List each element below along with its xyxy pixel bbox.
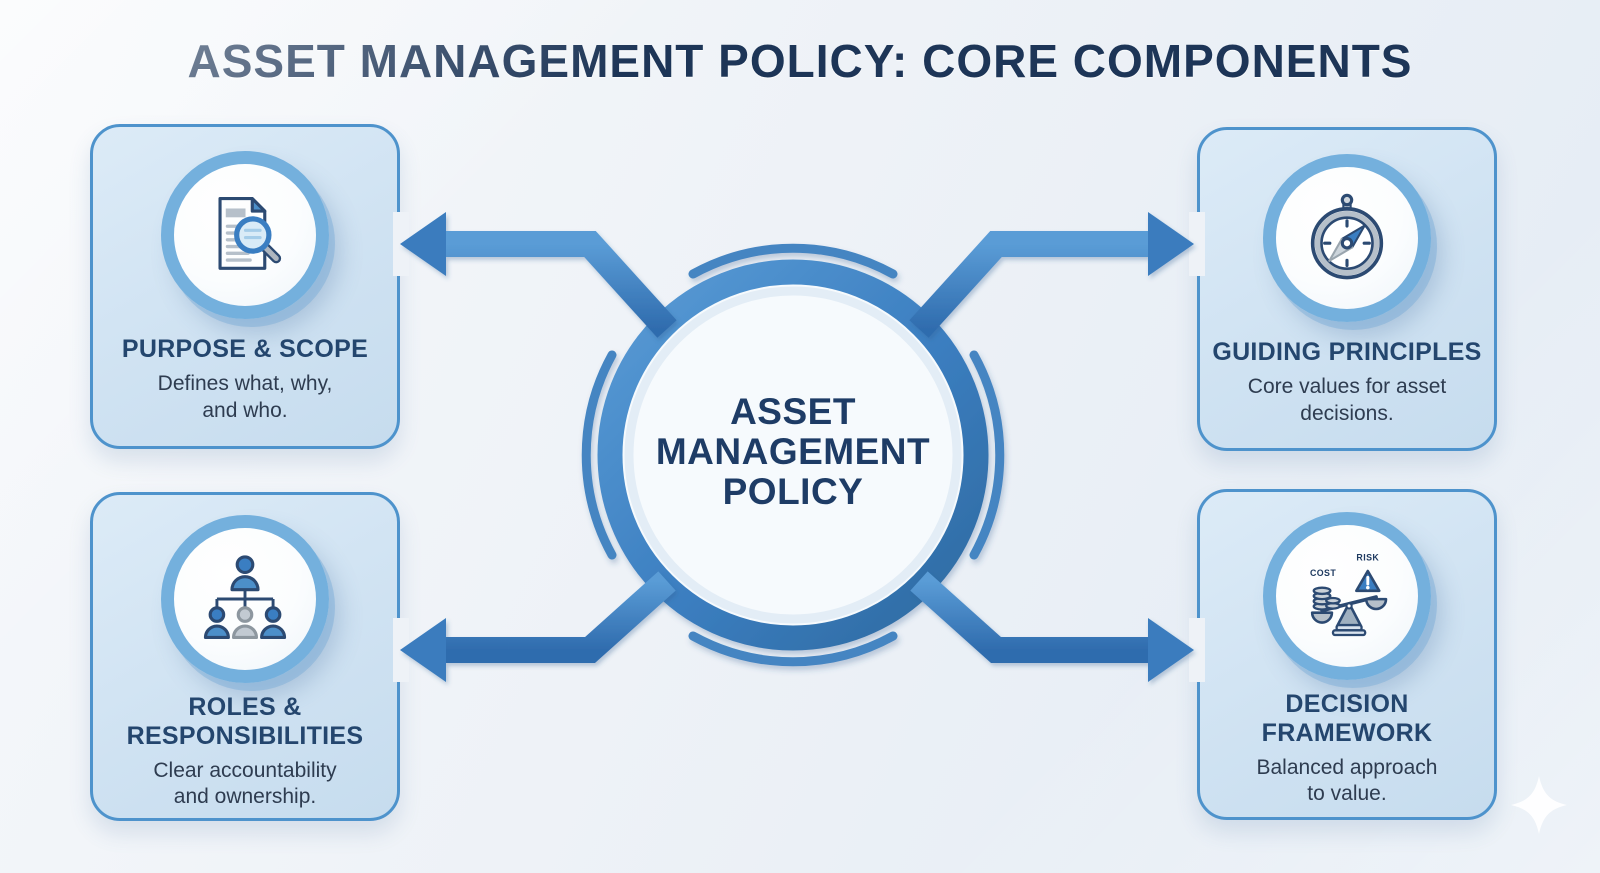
center-ring-inner-shadow xyxy=(624,286,962,624)
card-description-line: Defines what, why, xyxy=(157,371,333,395)
icon-circle: COST RISK xyxy=(1263,512,1431,680)
compass-icon xyxy=(1310,193,1384,280)
cost-label: COST xyxy=(1310,568,1336,578)
card-description-line: Balanced approach xyxy=(1256,755,1438,779)
center-line-2: MANAGEMENT xyxy=(655,430,931,472)
center-line-1: ASSET xyxy=(730,391,856,432)
card-guiding-principles: GUIDING PRINCIPLES Core values for asset… xyxy=(1197,127,1497,451)
icon-circle xyxy=(161,151,329,319)
card-title-line: ROLES & xyxy=(188,693,302,721)
center-line-3: POLICY xyxy=(722,470,864,512)
card-title-line: DECISION xyxy=(1285,690,1409,718)
card-title-line: GUIDING PRINCIPLES xyxy=(1212,338,1482,366)
icon-circle xyxy=(161,515,329,683)
card-description: Balanced approach to value. xyxy=(1200,755,1494,809)
card-description: Defines what, why, and who. xyxy=(93,371,397,425)
card-title: DECISION FRAMEWORK xyxy=(1208,690,1486,748)
balance-scale-icon: COST RISK xyxy=(1310,553,1388,637)
card-description-line: and ownership. xyxy=(173,785,317,809)
card-purpose-scope: PURPOSE & SCOPE Defines what, why, and w… xyxy=(90,124,400,449)
card-description-line: Clear accountability xyxy=(153,758,337,782)
card-title-line: PURPOSE & SCOPE xyxy=(121,335,369,363)
card-title-line: RESPONSIBILITIES xyxy=(126,721,364,750)
card-description: Clear accountability and ownership. xyxy=(93,758,397,812)
page-title: ASSET MANAGEMENT POLICY: CORE COMPONENTS xyxy=(187,35,1413,87)
org-chart-icon xyxy=(203,555,287,640)
card-description-line: Core values for asset xyxy=(1247,374,1447,398)
card-description: Core values for asset decisions. xyxy=(1200,374,1494,428)
center-circle-label: ASSET MANAGEMENT POLICY xyxy=(623,392,963,512)
card-decision-framework: COST RISK xyxy=(1197,489,1497,820)
risk-label: RISK xyxy=(1356,553,1379,563)
card-description-line: and who. xyxy=(202,398,288,422)
card-title: ROLES & RESPONSIBILITIES xyxy=(101,693,389,751)
card-title-line: FRAMEWORK xyxy=(1261,718,1433,747)
card-title: PURPOSE & SCOPE xyxy=(101,335,389,364)
card-description-line: to value. xyxy=(1307,782,1387,806)
card-description-line: decisions. xyxy=(1300,401,1394,425)
card-title: GUIDING PRINCIPLES xyxy=(1208,338,1486,367)
center-ring xyxy=(597,259,989,651)
card-roles-responsibilities: ROLES & RESPONSIBILITIES Clear accountab… xyxy=(90,492,400,821)
icon-circle xyxy=(1263,154,1431,322)
document-magnifier-icon xyxy=(218,197,282,270)
outer-arc-segments xyxy=(581,243,1005,667)
